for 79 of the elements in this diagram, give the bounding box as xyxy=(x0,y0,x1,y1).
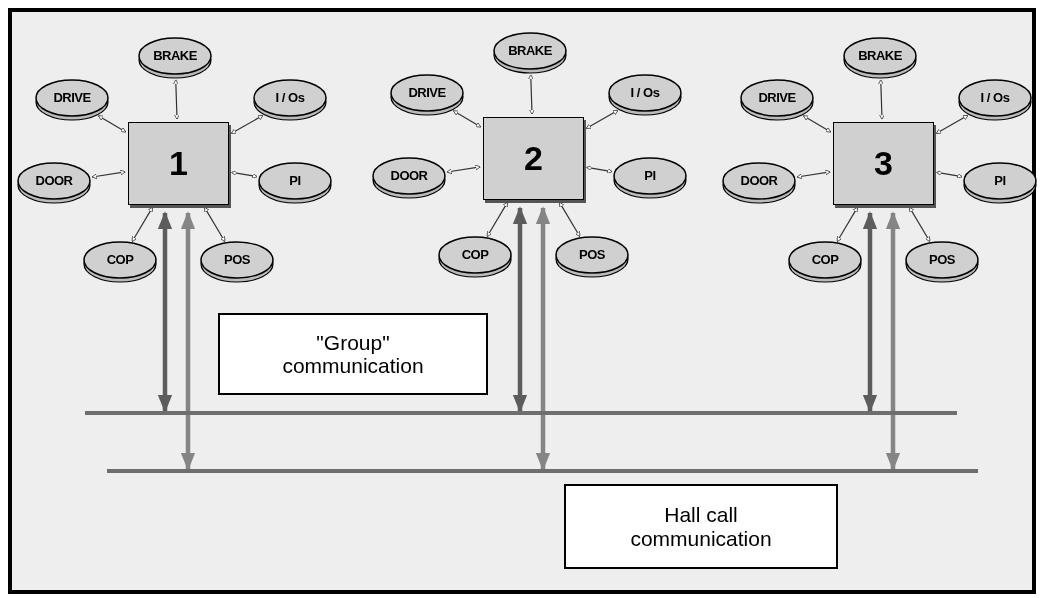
device-ellipse xyxy=(200,241,274,283)
device-ellipse xyxy=(905,241,979,283)
double-arrow xyxy=(936,170,963,179)
unit-number: 3 xyxy=(874,144,893,183)
controller-box xyxy=(483,117,584,200)
label-box xyxy=(218,313,488,395)
device-ellipse xyxy=(258,162,332,204)
device-ellipse xyxy=(613,157,687,199)
double-arrow xyxy=(446,164,481,175)
double-arrow xyxy=(535,206,551,471)
node-label: PI xyxy=(994,173,1006,189)
device-ellipse xyxy=(35,79,109,121)
node-label: Hall call communication xyxy=(629,503,773,550)
node-label: DOOR xyxy=(35,173,73,189)
double-arrow xyxy=(935,115,969,134)
device-ellipse xyxy=(493,32,567,74)
node-label: DRIVE xyxy=(53,90,91,106)
node-label: BRAKE xyxy=(153,48,197,64)
node-label: COP xyxy=(461,247,489,263)
node-label: BRAKE xyxy=(858,48,902,64)
double-arrow xyxy=(836,206,858,242)
node-label: BRAKE xyxy=(508,43,552,59)
double-arrow xyxy=(173,79,180,120)
device-ellipse xyxy=(963,162,1037,204)
node-label: "Group" communication xyxy=(281,330,425,378)
double-arrow xyxy=(97,115,127,133)
node-label: I / Os xyxy=(980,90,1010,106)
device-ellipse xyxy=(722,162,796,204)
device-ellipse xyxy=(438,236,512,278)
device-ellipse xyxy=(555,236,629,278)
node-label: PI xyxy=(289,173,301,189)
double-arrow xyxy=(486,201,508,237)
label-box xyxy=(564,484,838,569)
node-label: I / Os xyxy=(630,85,660,101)
device-ellipse xyxy=(253,79,327,121)
device-ellipse xyxy=(138,37,212,79)
device-ellipse xyxy=(843,37,917,79)
node-label: POS xyxy=(929,252,955,268)
device-ellipse xyxy=(788,241,862,283)
double-arrow xyxy=(204,206,226,242)
device-ellipse xyxy=(958,79,1032,121)
double-arrow xyxy=(231,170,258,179)
double-arrow xyxy=(512,206,528,413)
double-arrow xyxy=(862,211,878,413)
device-ellipse xyxy=(390,74,464,116)
double-arrow xyxy=(586,165,613,174)
double-arrow xyxy=(131,206,153,242)
double-arrow xyxy=(885,211,901,471)
node-label: POS xyxy=(579,247,605,263)
device-ellipse xyxy=(740,79,814,121)
double-arrow xyxy=(180,211,196,471)
device-ellipse xyxy=(83,241,157,283)
device-ellipse xyxy=(608,74,682,116)
device-ellipse xyxy=(372,157,446,199)
controller-box xyxy=(128,122,229,205)
unit-number: 2 xyxy=(524,139,543,178)
node-label: DOOR xyxy=(740,173,778,189)
node-label: PI xyxy=(644,168,656,184)
unit-number: 1 xyxy=(169,144,188,183)
double-arrow xyxy=(796,169,831,180)
controller-box xyxy=(833,122,934,205)
device-ellipse xyxy=(17,162,91,204)
double-arrow xyxy=(528,74,535,115)
node-label: I / Os xyxy=(275,90,305,106)
double-arrow xyxy=(157,211,173,413)
double-arrow xyxy=(230,115,264,134)
double-arrow xyxy=(559,201,581,237)
double-arrow xyxy=(452,110,482,128)
double-arrow xyxy=(909,206,931,242)
node-label: DRIVE xyxy=(758,90,796,106)
double-arrow xyxy=(585,110,619,129)
node-label: COP xyxy=(811,252,839,268)
node-label: DRIVE xyxy=(408,85,446,101)
double-arrow xyxy=(802,115,832,133)
double-arrow xyxy=(91,169,126,180)
double-arrow xyxy=(878,79,885,120)
node-label: POS xyxy=(224,252,250,268)
node-label: DOOR xyxy=(390,168,428,184)
node-label: COP xyxy=(106,252,134,268)
